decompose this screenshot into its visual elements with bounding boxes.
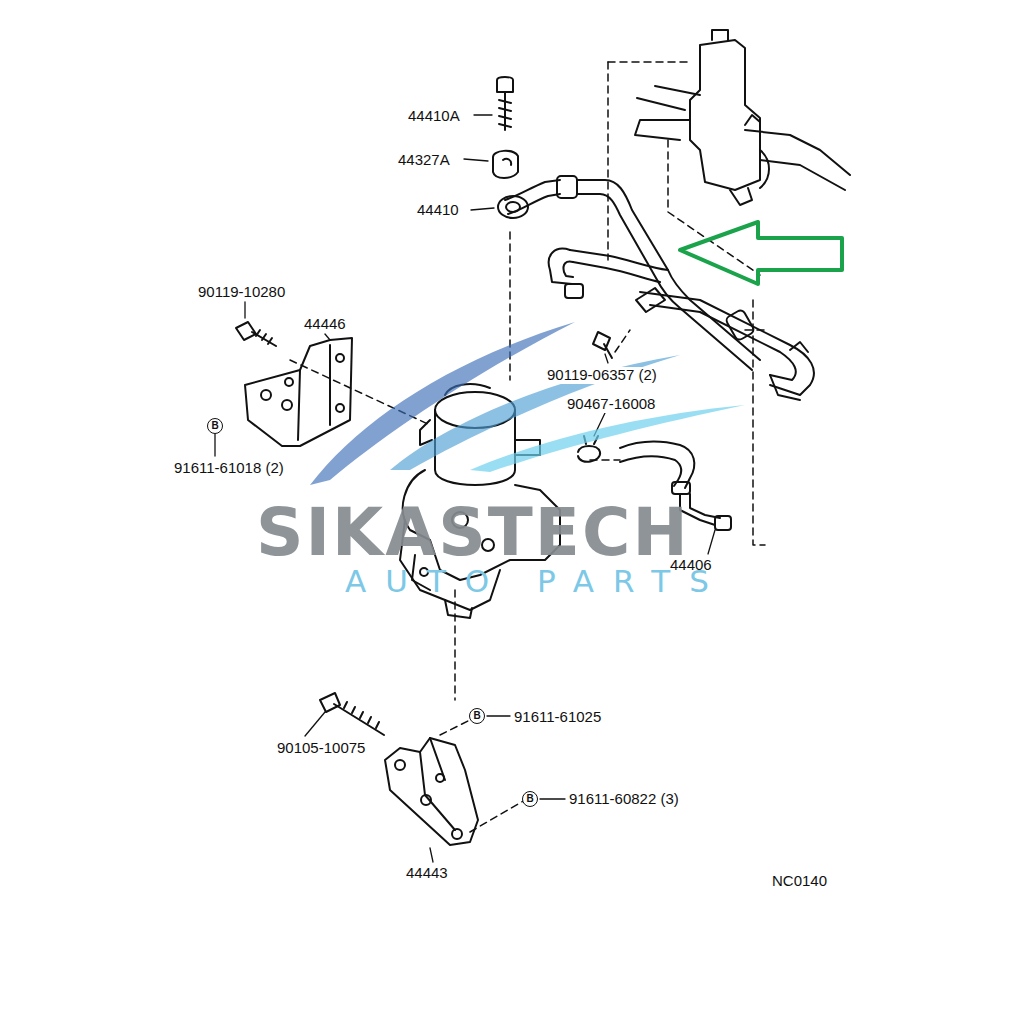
circled-marker: B xyxy=(207,418,223,434)
marker-letter: B xyxy=(473,711,480,721)
callout-number: 91611-60822 (3) xyxy=(567,791,681,808)
callout-number: 90119-10280 xyxy=(196,284,287,301)
marker-letter: B xyxy=(526,794,533,804)
callout-number: 90105-10075 xyxy=(275,740,367,757)
diagram-code: NC0140 xyxy=(770,873,829,890)
watermark-subtitle: AUTO PARTS xyxy=(345,566,728,597)
callout-number: 44327A xyxy=(396,152,452,169)
callout-number: 91611-61018 (2) xyxy=(172,460,286,477)
circled-marker: B xyxy=(522,791,538,807)
marker-letter: B xyxy=(211,421,218,431)
circled-marker: B xyxy=(469,708,485,724)
watermark-brand: SIKASTECH xyxy=(256,500,690,566)
callout-number: 44446 xyxy=(302,316,348,333)
callout-number: 44410 xyxy=(415,202,461,219)
callout-number: 91611-61025 xyxy=(512,709,603,726)
callout-number: 44410A xyxy=(406,108,462,125)
callout-number: 90119-06357 (2) xyxy=(545,367,659,384)
callout-number: 44443 xyxy=(404,865,450,882)
callout-number: 90467-16008 xyxy=(565,396,657,413)
